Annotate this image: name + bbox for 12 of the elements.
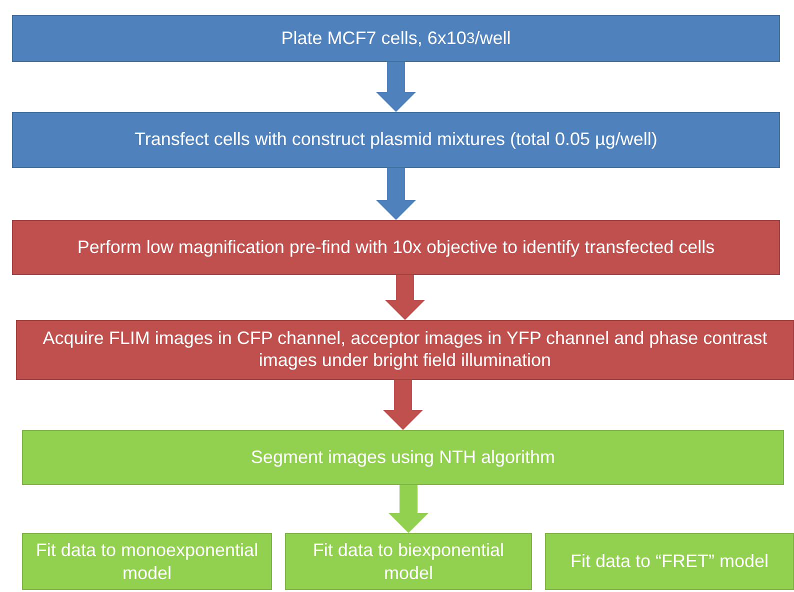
process-box: Acquire FLIM images in CFP channel, acceptor images in YFP channel and phase contrast images under bright field illumination	[16, 320, 794, 380]
block-arrow	[383, 380, 423, 430]
block-arrow	[388, 485, 428, 533]
process-box: Fit data to biexponential model	[285, 533, 532, 590]
process-box: Transfect cells with construct plasmid mixtures (total 0.05 µg/well)	[12, 112, 780, 168]
process-box: Fit data to “FRET” model	[545, 533, 794, 590]
process-box: Segment images using NTH algorithm	[22, 430, 784, 485]
process-box: Fit data to monoexponential model	[22, 533, 272, 590]
block-arrow	[376, 62, 416, 112]
block-arrow	[376, 168, 416, 220]
block-arrow	[385, 275, 425, 320]
process-box: Perform low magnification pre-find with 10x objective to identify transfected cells	[12, 220, 780, 275]
